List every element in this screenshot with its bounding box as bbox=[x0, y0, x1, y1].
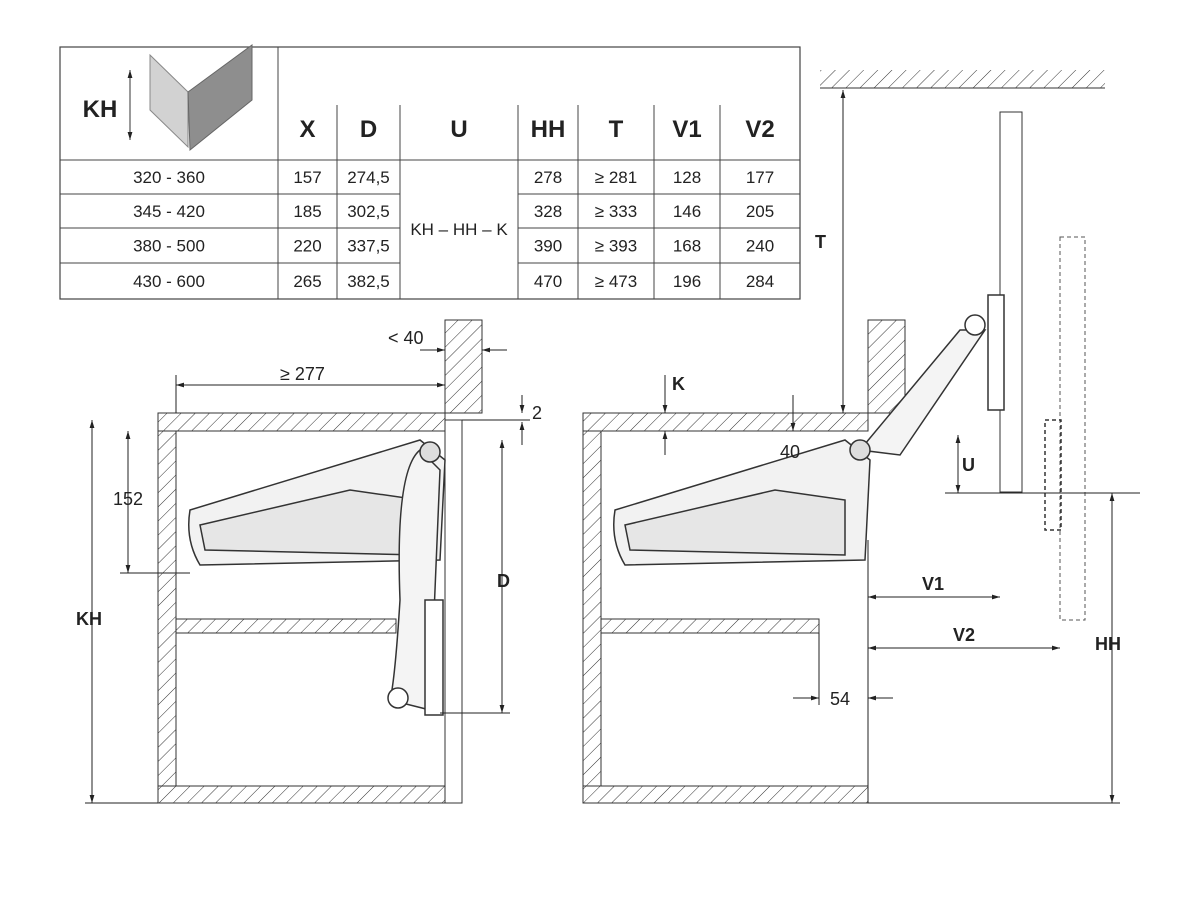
table-cell-hh: 470 bbox=[534, 272, 562, 291]
d-dimension: D bbox=[497, 571, 510, 591]
table-cell-v2: 177 bbox=[746, 168, 774, 187]
table-cell-v1: 168 bbox=[673, 237, 701, 256]
table-cell-d: 382,5 bbox=[347, 272, 390, 291]
table-header-v2: V2 bbox=[745, 116, 774, 143]
table-cell-v2: 205 bbox=[746, 202, 774, 221]
cabinet-top-panel bbox=[157, 412, 446, 432]
table-cell-v1: 128 bbox=[673, 168, 701, 187]
table-cell-d: 274,5 bbox=[347, 168, 390, 187]
forty-dimension: 40 bbox=[780, 442, 800, 462]
door-intermediate-dashed bbox=[1059, 236, 1086, 621]
table-cell-x: 220 bbox=[293, 237, 321, 256]
table-u-formula: KH – HH – K bbox=[410, 220, 508, 239]
table-cell-v2: 284 bbox=[746, 272, 774, 291]
table-cell-kh: 430 - 600 bbox=[133, 272, 205, 291]
table-cell-x: 265 bbox=[293, 272, 321, 291]
table-header-v1: V1 bbox=[672, 116, 701, 143]
u-dimension: U bbox=[962, 455, 975, 475]
lift-mechanism-open bbox=[613, 294, 1062, 566]
v2-dimension: V2 bbox=[953, 625, 975, 645]
table-cell-kh: 345 - 420 bbox=[133, 202, 205, 221]
table-cell-v1: 146 bbox=[673, 202, 701, 221]
table-cell-hh: 278 bbox=[534, 168, 562, 187]
table-cell-v1: 196 bbox=[673, 272, 701, 291]
spec-table: KH X D U HH T V1 V2 KH – HH – K 320 - 360 157 274,… bbox=[59, 44, 801, 300]
t-dimension: T bbox=[815, 232, 826, 252]
table-header-d: D bbox=[360, 116, 377, 143]
table-cell-kh: 320 - 360 bbox=[133, 168, 205, 187]
table-cell-t: ≥ 281 bbox=[595, 168, 637, 187]
k-dimension: K bbox=[672, 374, 685, 394]
cabinet-bottom-panel bbox=[157, 785, 446, 804]
shelf bbox=[175, 618, 397, 634]
table-cell-x: 185 bbox=[293, 202, 321, 221]
table-header-t: T bbox=[609, 116, 624, 143]
cabinet-thumbnail-icon bbox=[127, 44, 253, 152]
table-cell-t: ≥ 393 bbox=[595, 237, 637, 256]
table-cell-v2: 240 bbox=[746, 237, 774, 256]
table-header-hh: HH bbox=[531, 116, 566, 143]
table-cell-x: 157 bbox=[293, 168, 321, 187]
cabinet-side-panel bbox=[157, 430, 177, 787]
lift-mechanism bbox=[188, 439, 446, 716]
offset-dimension: 2 bbox=[532, 403, 542, 423]
table-cell-hh: 390 bbox=[534, 237, 562, 256]
ceiling-hatch bbox=[820, 70, 1105, 88]
door-closed bbox=[444, 419, 463, 804]
wall-section bbox=[444, 319, 483, 414]
closed-cabinet-view: < 40 ≥ 277 2 152 KH D bbox=[76, 319, 542, 804]
table-corner-kh: KH bbox=[83, 96, 118, 123]
table-cell-d: 337,5 bbox=[347, 237, 390, 256]
table-cell-t: ≥ 473 bbox=[595, 272, 637, 291]
kh-dimension: KH bbox=[76, 609, 102, 629]
table-cell-kh: 380 - 500 bbox=[133, 237, 205, 256]
height-152-dimension: 152 bbox=[113, 489, 143, 509]
depth-dimension: ≥ 277 bbox=[280, 364, 325, 384]
gap-dimension: < 40 bbox=[388, 328, 424, 348]
table-header-x: X bbox=[299, 116, 315, 143]
v1-dimension: V1 bbox=[922, 574, 944, 594]
table-cell-d: 302,5 bbox=[347, 202, 390, 221]
table-cell-hh: 328 bbox=[534, 202, 562, 221]
table-header-u: U bbox=[450, 116, 467, 143]
hh-dimension: HH bbox=[1095, 634, 1121, 654]
table-cell-t: ≥ 333 bbox=[595, 202, 637, 221]
fiftyfour-dimension: 54 bbox=[830, 689, 850, 709]
open-cabinet-view: K 40 T U V1 V2 HH 54 bbox=[582, 70, 1140, 804]
wall-section-right bbox=[867, 319, 906, 414]
